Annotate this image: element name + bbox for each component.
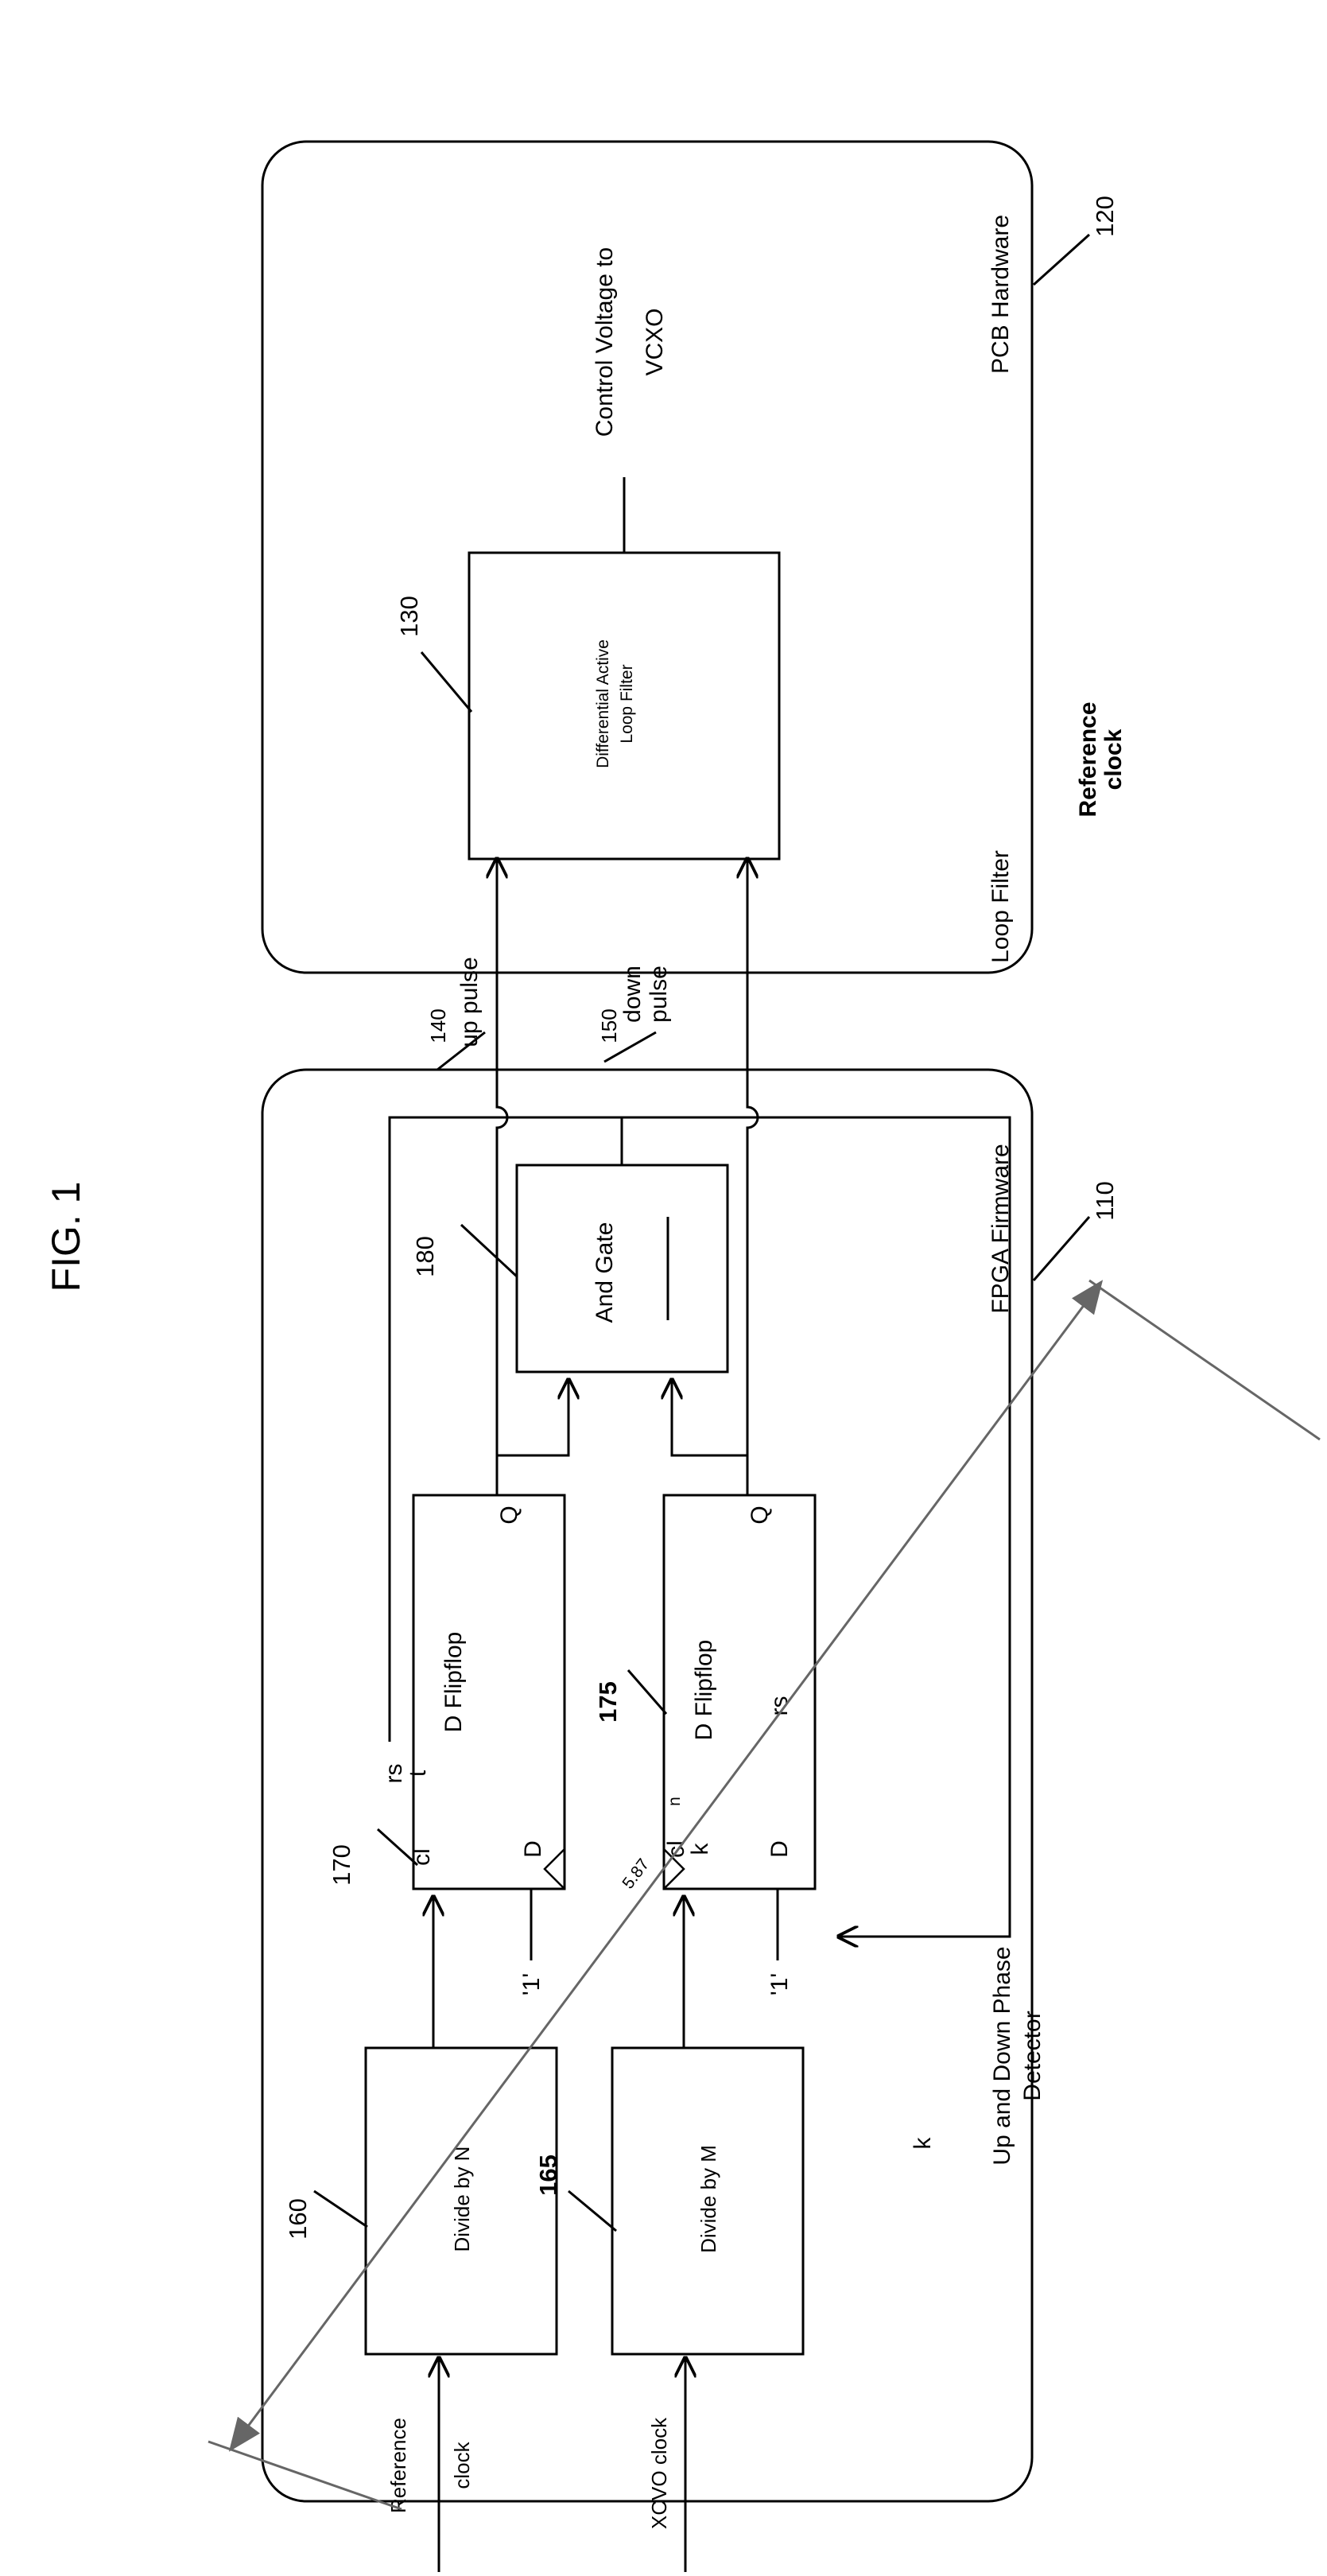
up-pulse-label: up pulse (456, 957, 483, 1047)
dff-bottom-block (664, 1495, 815, 1889)
down-pulse-label-line1: down (619, 966, 646, 1023)
const-one-bottom: '1' (766, 1973, 793, 1995)
dff-top-rs-suffix: t (405, 1770, 431, 1777)
figure-title: FIG. 1 (44, 1182, 88, 1292)
divide-by-m-ref-number: 165 (534, 2154, 562, 2196)
divide-by-n-label: Divide by N (450, 2147, 474, 2252)
loop-filter-ref-number: 130 (395, 596, 423, 637)
dff-bottom-title: D Flipflop (691, 1640, 717, 1741)
reference-clock-caption-line1: Reference (1075, 701, 1101, 817)
dff-bottom-clk-suffix-n: n (665, 1797, 684, 1806)
pcb-leader-line (1034, 235, 1089, 285)
q-top-to-and-gate (497, 1380, 568, 1455)
measurement-extension-line-b (1089, 1280, 1320, 1440)
dff-bottom-clk-suffix-k: k (687, 1843, 713, 1855)
dff-bottom-clk-label: cl (663, 1840, 689, 1858)
pcb-ref-number: 120 (1091, 196, 1119, 237)
up-pulse-ref-number: 140 (426, 1008, 450, 1043)
divide-by-m-leader-line (568, 2191, 616, 2231)
dff-bottom-q-label: Q (747, 1506, 773, 1524)
loop-filter-block-line1: Differential Active (594, 639, 612, 768)
control-voltage-label-line1: Control Voltage to (592, 247, 618, 437)
measurement-extension-line-a (208, 2442, 402, 2509)
divide-by-n-ref-number: 160 (284, 2198, 312, 2240)
dff-top-clk-label: cl (409, 1848, 435, 1866)
measurement-value: 5.87 (619, 1855, 653, 1892)
reference-clock-input-label-line2: clock (450, 2441, 474, 2489)
loop-filter-caption: Loop Filter (987, 850, 1014, 963)
dff-top-rs-label: rs (381, 1764, 407, 1784)
stray-k-label: k (910, 2137, 936, 2150)
loop-filter-leader-line (421, 652, 471, 712)
phase-detector-caption-line2: Detector (1019, 2011, 1046, 2100)
down-pulse-line (747, 859, 758, 1495)
dff-top-title: D Flipflop (440, 1632, 467, 1733)
control-voltage-label-line2: VCXO (642, 308, 668, 375)
fpga-ref-number: 110 (1091, 1181, 1119, 1220)
xcvo-clock-input-label: XCVO clock (647, 2417, 671, 2529)
fpga-leader-line (1034, 1217, 1089, 1280)
dff-top-d-label: D (520, 1840, 546, 1858)
const-one-top: '1' (518, 1973, 545, 1995)
dff-bottom-leader-line (628, 1670, 666, 1714)
dff-top-leader-line (378, 1829, 417, 1865)
q-bottom-to-and-gate (672, 1380, 747, 1455)
reference-clock-caption-line2: clock (1100, 729, 1127, 790)
up-pulse-line (497, 859, 507, 1495)
dff-top-ref-number: 170 (328, 1844, 355, 1886)
pcb-hardware-label: PCB Hardware (987, 215, 1014, 374)
and-gate-block (517, 1165, 728, 1372)
and-gate-label: And Gate (592, 1222, 618, 1323)
down-pulse-label-line2: pulse (646, 966, 672, 1023)
reference-clock-input-label-line1: Reference (386, 2418, 410, 2513)
dff-top-q-label: Q (496, 1506, 522, 1524)
dff-top-block (413, 1495, 565, 1889)
dff-bottom-ref-number: 175 (594, 1681, 622, 1723)
divide-by-m-label: Divide by M (696, 2145, 720, 2253)
divide-by-n-leader-line (314, 2191, 367, 2227)
loop-filter-block-line2: Loop Filter (618, 664, 636, 743)
phase-detector-caption-line1: Up and Down Phase (989, 1946, 1015, 2165)
down-pulse-ref-number: 150 (597, 1008, 621, 1043)
dff-bottom-d-label: D (766, 1840, 793, 1858)
and-gate-leader-line (461, 1225, 517, 1276)
and-gate-ref-number: 180 (411, 1236, 439, 1277)
